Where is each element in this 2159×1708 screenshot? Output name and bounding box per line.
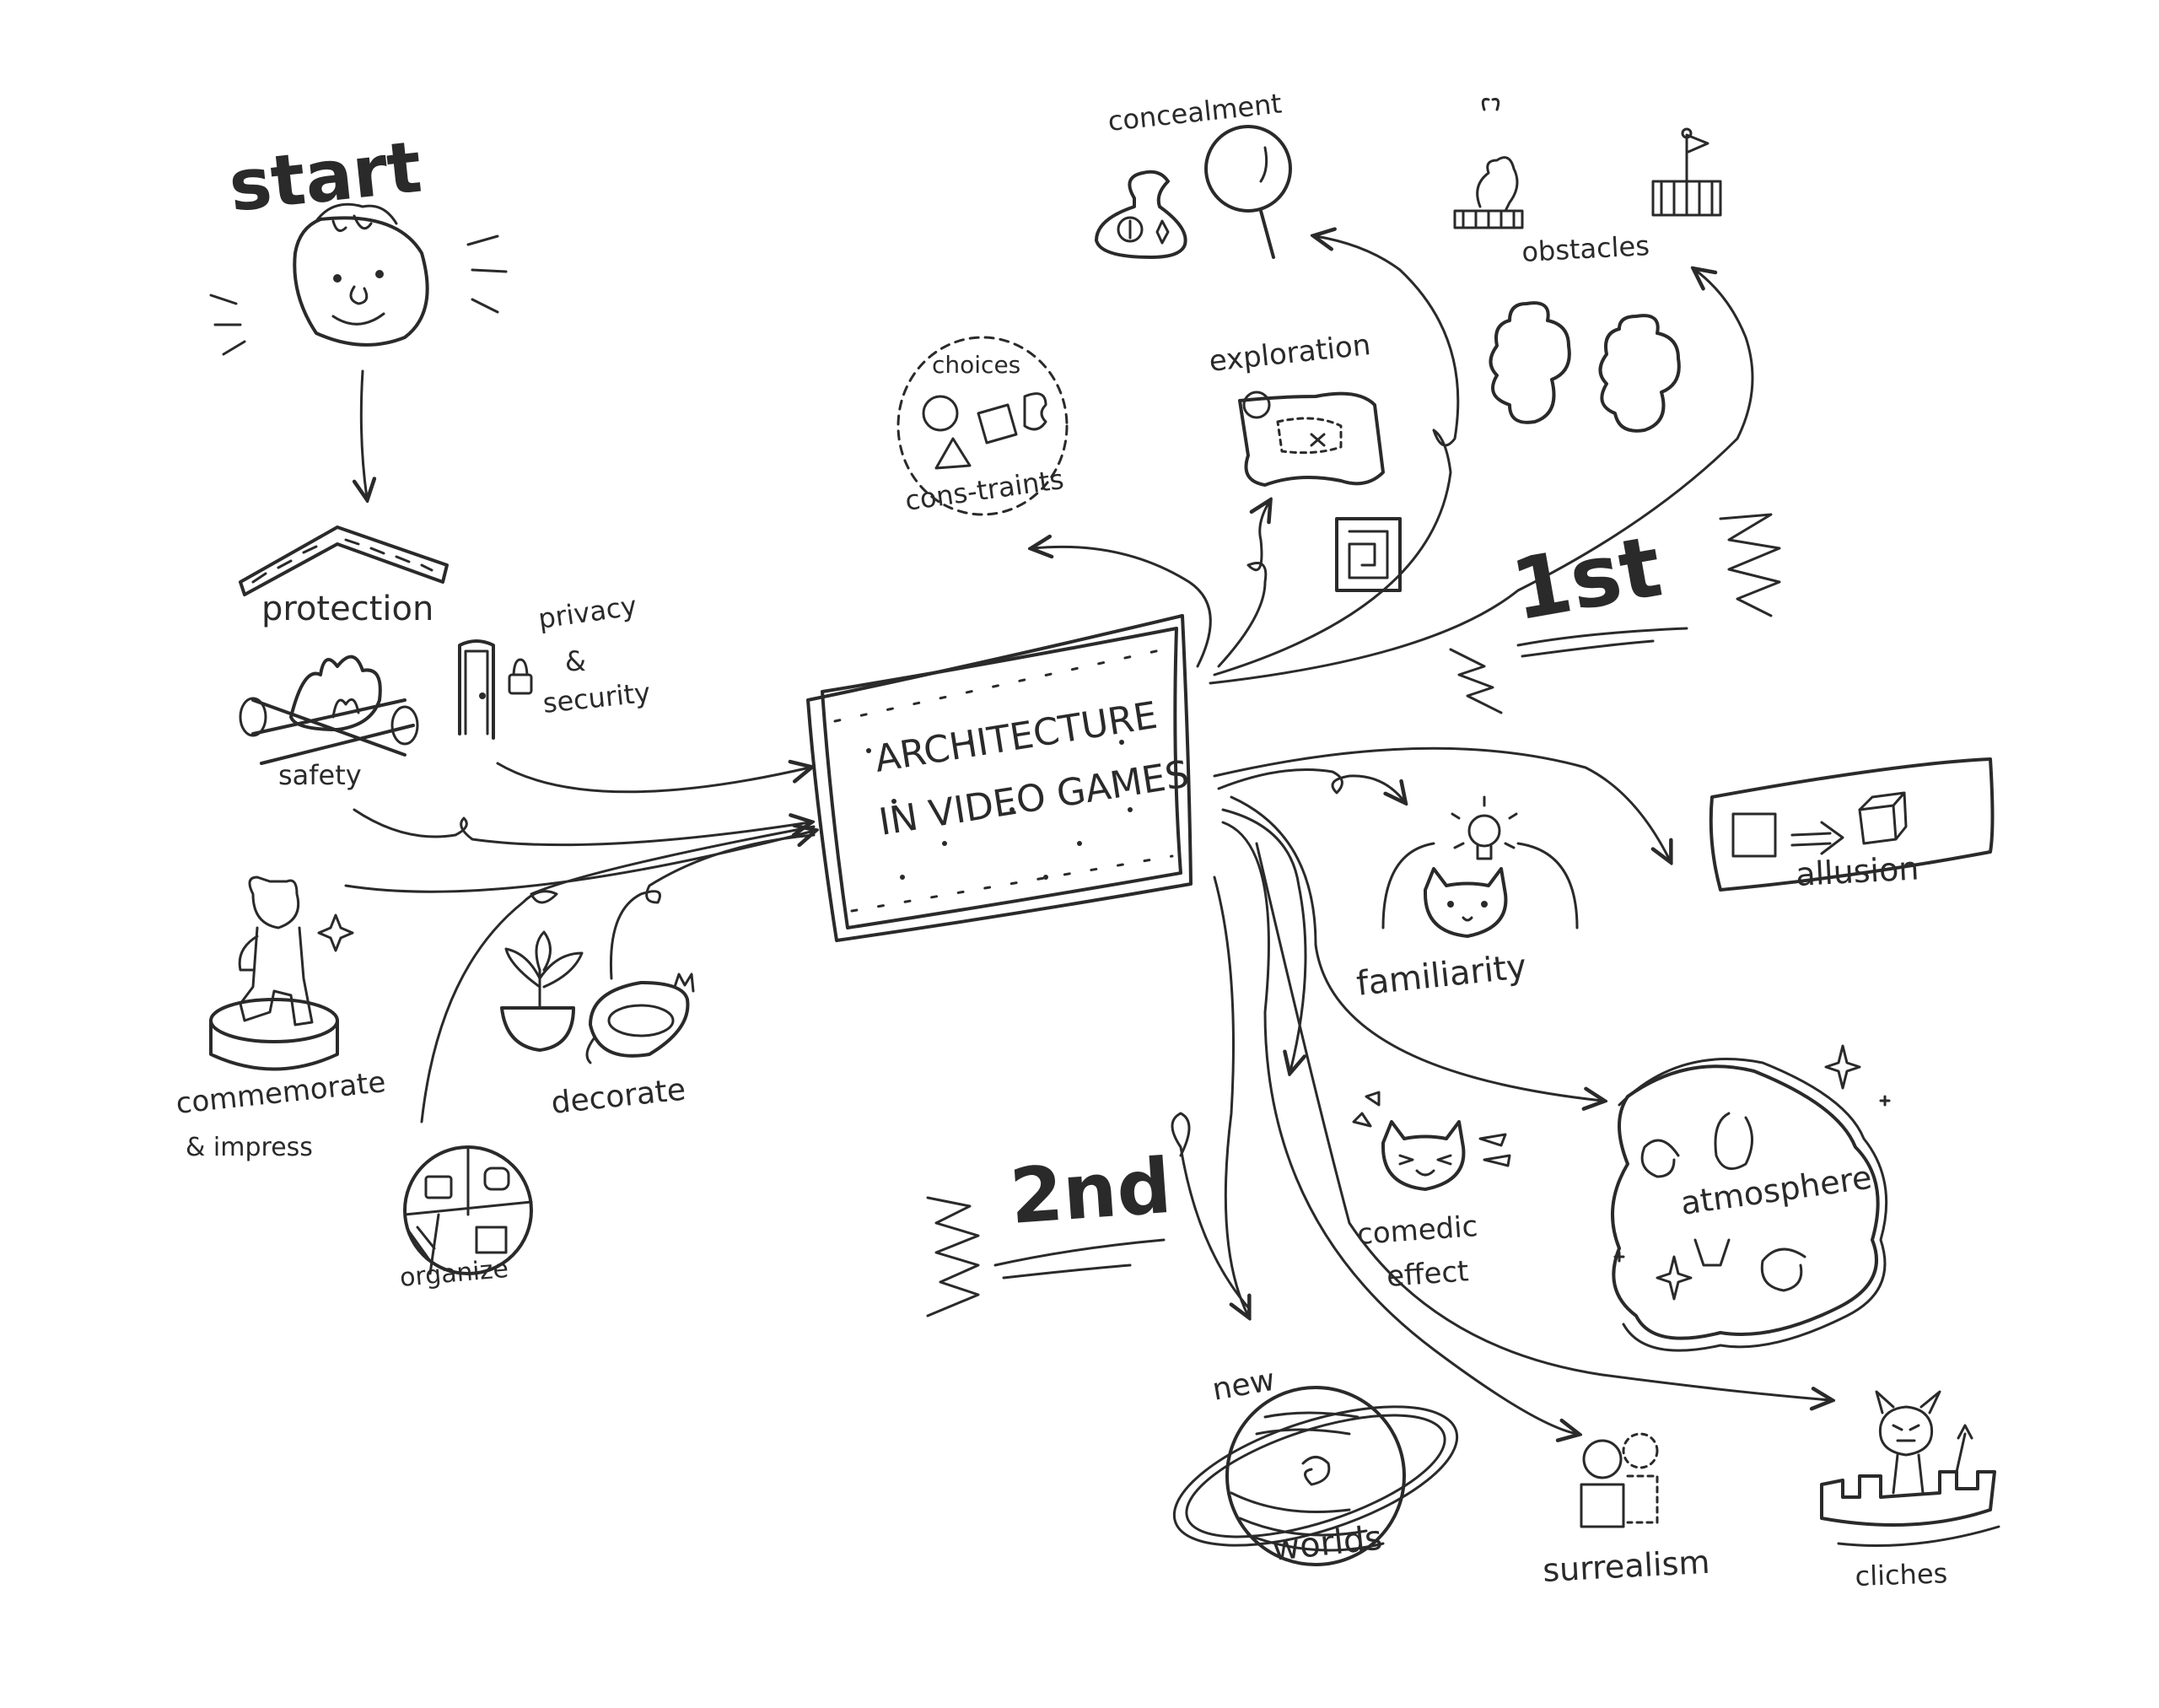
surrealism-label: surrealism	[1542, 1544, 1710, 1589]
cliches-node: cliches	[1820, 1390, 2000, 1592]
familiarity-label: familiarity	[1354, 947, 1528, 1004]
cat-face-icon	[1424, 867, 1508, 938]
organize-icon	[403, 1145, 533, 1275]
commemorate-label: commemorate	[175, 1065, 387, 1121]
exploration-label: exploration	[1208, 328, 1372, 379]
privacy-label-line1: privacy	[536, 590, 639, 635]
castle-devil-icon	[1820, 1390, 2000, 1547]
decorate-label: decorate	[550, 1072, 687, 1120]
surrealism-node: surrealism	[1542, 1432, 1710, 1589]
allusion-node: allusion	[1709, 757, 1995, 893]
roof-icon	[239, 525, 449, 596]
allusion-label: allusion	[1795, 849, 1919, 893]
exploration-node: exploration	[1208, 328, 1402, 668]
worlds-label: worlds	[1270, 1519, 1384, 1569]
magnifier-icon	[1204, 125, 1292, 259]
obstacles-node: obstacles	[1453, 98, 1722, 433]
concealment-label: concealment	[1106, 88, 1284, 137]
planet-icon	[1172, 1386, 1459, 1566]
familiarity-node: familiarity	[1354, 795, 1579, 1004]
campfire-icon	[239, 655, 419, 765]
door-icon	[458, 639, 495, 740]
new-worlds-node: new worlds	[1172, 1363, 1459, 1569]
obstacles-label: obstacles	[1521, 229, 1650, 268]
atmosphere-label: atmosphere	[1678, 1159, 1874, 1222]
first-label: 1st	[1505, 517, 1669, 640]
choices-node: choices cons-traints	[896, 336, 1069, 517]
money-bag-icon	[1095, 170, 1187, 259]
lock-icon	[508, 658, 533, 695]
top-connectors	[1033, 236, 1754, 685]
atmosphere-node: atmosphere	[1611, 1044, 1891, 1352]
face-icon	[209, 202, 508, 356]
organize-label: organize	[399, 1254, 510, 1293]
right-connectors	[1171, 746, 1830, 1434]
map-scroll-icon	[1238, 391, 1385, 487]
start-node: start	[209, 126, 508, 498]
left-connectors	[344, 763, 814, 1123]
constraints-label: cons-traints	[903, 463, 1066, 517]
center-box: ARCHITECTURE IN VIDEO GAMES	[806, 614, 1193, 942]
protection-label: protection	[261, 590, 433, 628]
creature-platform-icon	[1453, 98, 1524, 229]
first-node: 1st	[1449, 513, 1781, 714]
protection-node: protection safety privacy & security	[239, 525, 652, 791]
plant-icon	[500, 930, 584, 1052]
choices-label: choices	[932, 351, 1020, 379]
decorate-node: decorate	[500, 930, 695, 1121]
puzzle-icon	[1489, 301, 1681, 433]
maze-icon	[1335, 517, 1402, 592]
comedic-label-line2: effect	[1386, 1254, 1470, 1294]
cat-rug-icon	[585, 973, 695, 1064]
second-node: 2nd	[926, 1142, 1174, 1317]
center-dots	[866, 740, 1133, 880]
impress-label: & impress	[186, 1133, 313, 1162]
lightbulb-icon	[1451, 795, 1518, 860]
privacy-label-line3: security	[541, 676, 652, 719]
flag-platform-icon	[1651, 127, 1722, 217]
concealment-node: concealment	[1095, 88, 1292, 259]
safety-label: safety	[278, 759, 362, 791]
commemorate-node: commemorate & impress	[175, 876, 387, 1162]
statue-icon	[209, 876, 354, 1071]
second-label: 2nd	[1007, 1142, 1174, 1242]
comedic-label-line1: comedic	[1356, 1210, 1479, 1252]
cliches-label: cliches	[1855, 1557, 1948, 1592]
surreal-figure-icon	[1580, 1432, 1659, 1528]
comedic-node: comedic effect	[1352, 1091, 1511, 1294]
privacy-label-line2: &	[565, 645, 586, 677]
laughing-cat-icon	[1352, 1091, 1511, 1191]
organize-node: organize	[399, 1145, 533, 1293]
